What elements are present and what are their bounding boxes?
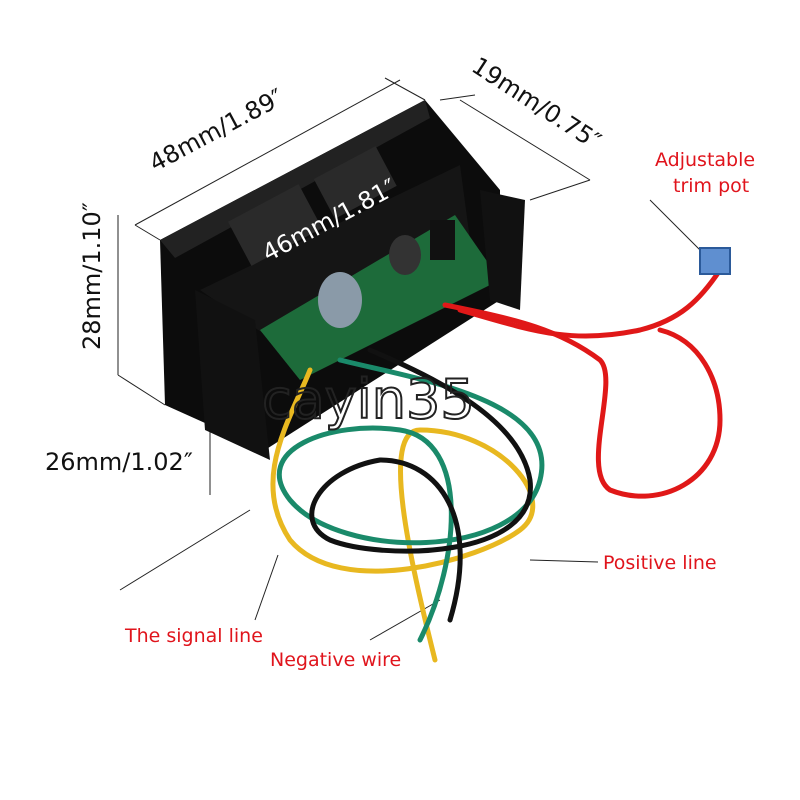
depth-dimension: 19mm/0.75″ [467, 52, 606, 156]
positive-line-label: Positive line [603, 552, 717, 574]
signal-line-label: The signal line [124, 625, 263, 647]
negative-wire-label: Negative wire [270, 649, 401, 671]
trim-pot-label-line2: trim pot [673, 175, 749, 197]
watermark: cayin35 [262, 368, 475, 431]
wires [270, 247, 731, 663]
height-dimension: 28mm/1.10″ [78, 202, 106, 350]
trim-pot-label-line1: Adjustable [655, 149, 755, 171]
cutout-height-dimension: 26mm/1.02″ [45, 448, 193, 476]
meter-body [160, 100, 525, 460]
width-dimension: 48mm/1.89″ [145, 83, 289, 177]
